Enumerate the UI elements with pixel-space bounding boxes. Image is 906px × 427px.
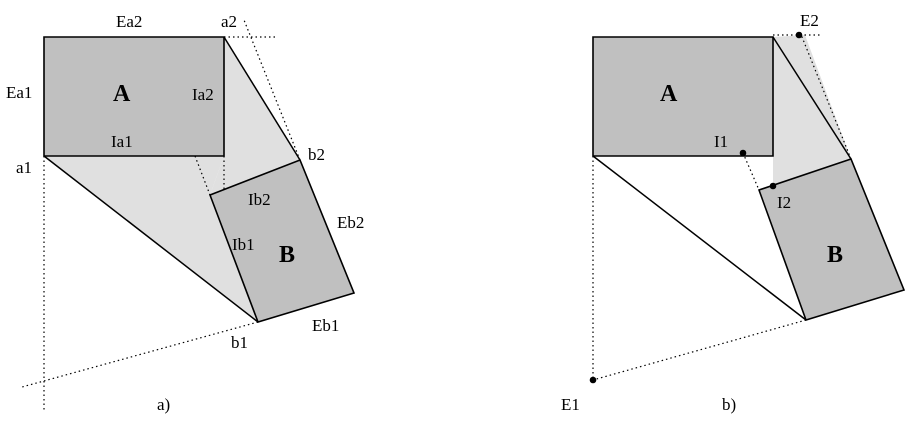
caption-b: b): [722, 395, 736, 414]
point-i2: [769, 182, 777, 190]
label-i2: I2: [777, 193, 791, 212]
point-e1: [589, 376, 597, 384]
label-b1: b1: [231, 333, 248, 352]
label-ib1: Ib1: [232, 235, 255, 254]
label-i1: I1: [714, 132, 728, 151]
b-ext-e1: [592, 319, 807, 381]
label-a1: a1: [16, 158, 32, 177]
point-i1: [739, 149, 747, 157]
a-hull-upper: [210, 37, 300, 195]
b-edge-lower: [592, 155, 807, 321]
label-eb1: Eb1: [312, 316, 339, 335]
diagram-b: A B E2 I1 I2 E1 b): [561, 11, 906, 414]
b-ext-i1: [742, 152, 760, 191]
a-rect-b: [208, 158, 356, 323]
label-a2: a2: [221, 12, 237, 31]
label-b2: b2: [308, 145, 325, 164]
label-ea2: Ea2: [116, 12, 142, 31]
b-rect-b-label: B: [827, 242, 843, 268]
b-rect-a: [592, 36, 774, 157]
b-ext-e2-diag: [799, 31, 852, 160]
label-eb2: Eb2: [337, 213, 364, 232]
label-ia2: Ia2: [192, 85, 214, 104]
b-rect-a-label: A: [660, 81, 678, 107]
a-rect-b-label: B: [279, 242, 295, 268]
label-ea1: Ea1: [6, 83, 32, 102]
label-ib2: Ib2: [248, 190, 271, 209]
b-rect-b: [757, 158, 906, 321]
caption-a: a): [157, 395, 170, 414]
a-edge-a2-b2: [223, 36, 301, 161]
b-edge-upper: [772, 36, 852, 160]
diagram-a: A B Ea1 Ea2 a1 a2 Ia1 Ia2 b2 Ib2 Ib1 Eb2…: [6, 12, 364, 414]
label-ia1: Ia1: [111, 132, 133, 151]
label-e1: E1: [561, 395, 580, 414]
point-e2: [795, 31, 803, 39]
a-ext-eb1: [21, 321, 259, 388]
a-rect-a-label: A: [113, 81, 131, 107]
label-e2: E2: [800, 11, 819, 30]
a-edge-a1-b1: [43, 155, 259, 323]
